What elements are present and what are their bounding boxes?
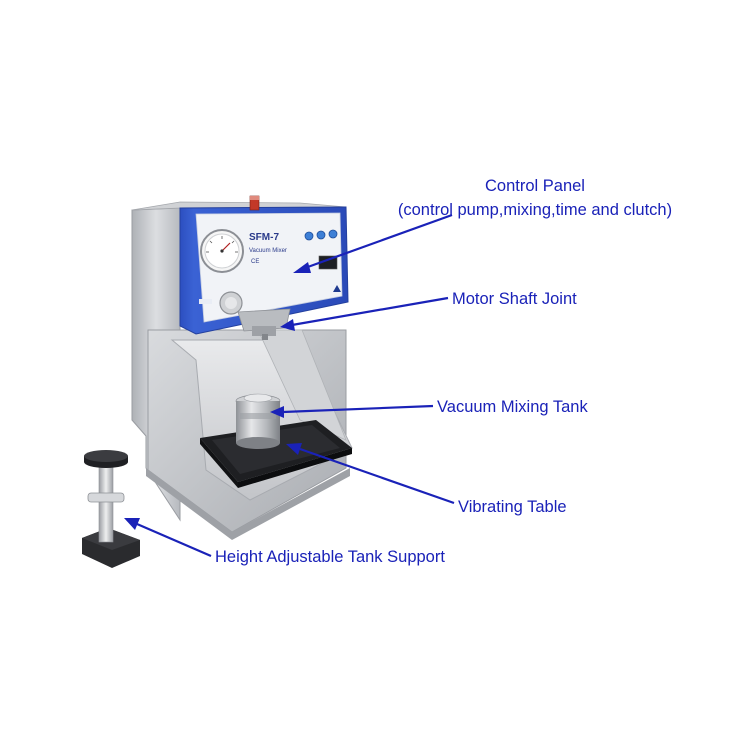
arrow-vibrating-table	[286, 443, 455, 505]
panel-subtitle-text: Vacuum Mixer	[249, 248, 287, 254]
callout-arrows	[124, 213, 455, 558]
vacuum-mixing-tank-label: Vacuum Mixing Tank	[437, 398, 588, 416]
vibrating-table-label: Vibrating Table	[458, 498, 567, 516]
support-clamp	[87, 492, 125, 503]
support-rod	[98, 465, 114, 543]
control-button-1	[304, 231, 314, 241]
arrow-tank-support	[124, 518, 212, 558]
arrow-vacuum-mixing-tank	[270, 404, 434, 418]
arrow-motor-shaft-joint	[280, 296, 449, 331]
panel-ce-mark: CE	[251, 259, 259, 265]
control-box-top	[131, 201, 347, 211]
panel-model-text: SFM-7	[249, 232, 279, 243]
control-panel-detail: (control pump,mixing,time and clutch)	[397, 201, 673, 219]
tank-support-label: Height Adjustable Tank Support	[215, 548, 445, 566]
control-panel-label: Control Panel (control pump,mixing,time …	[340, 176, 730, 220]
control-buttons	[304, 229, 338, 241]
vacuum-knob	[219, 291, 243, 315]
control-button-2	[316, 230, 326, 240]
panel-small-tag	[199, 299, 212, 304]
control-panel-title: Control Panel	[485, 177, 585, 195]
machine-base	[146, 468, 350, 540]
cavity-back-wall	[257, 329, 347, 441]
warning-triangle-icon	[333, 285, 341, 292]
vacuum-mixer-machine: SFM-7 Vacuum Mixer CE	[131, 195, 353, 540]
pressure-gauge	[200, 229, 244, 273]
arrow-control-panel	[293, 213, 453, 273]
motor-shaft-joint-label: Motor Shaft Joint	[452, 290, 577, 308]
control-button-3	[328, 229, 338, 239]
vacuum-mixing-tank	[235, 393, 281, 449]
height-adjustable-tank-support	[82, 450, 140, 568]
